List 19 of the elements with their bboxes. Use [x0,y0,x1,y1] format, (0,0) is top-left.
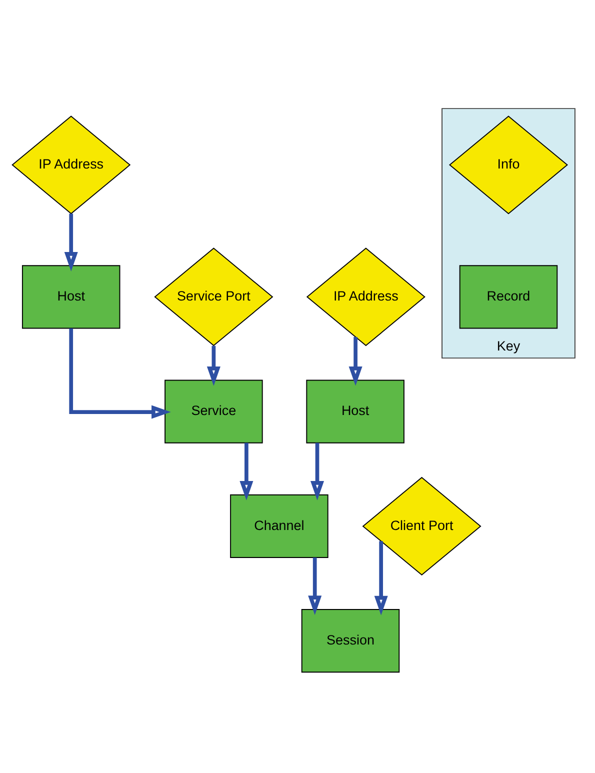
arrow [374,541,388,616]
node-diamond: Service Port [154,248,274,346]
arrow [69,328,171,419]
node-diamond: IP Address [12,116,131,214]
node-box: Host [22,265,120,329]
node-diamond: Info [448,116,568,214]
node-box: Host [306,380,404,444]
arrow [348,337,362,386]
arrow [310,442,324,500]
node-box: Session [301,609,400,673]
node-box: Service [164,380,263,444]
arrow [64,214,78,272]
arrow [206,346,220,386]
node-diamond: Client Port [362,476,482,576]
node-box: Record [459,265,558,329]
node-diamond: IP Address [306,248,426,346]
arrow [308,558,322,615]
node-box: Channel [230,494,328,558]
arrow [240,442,254,500]
